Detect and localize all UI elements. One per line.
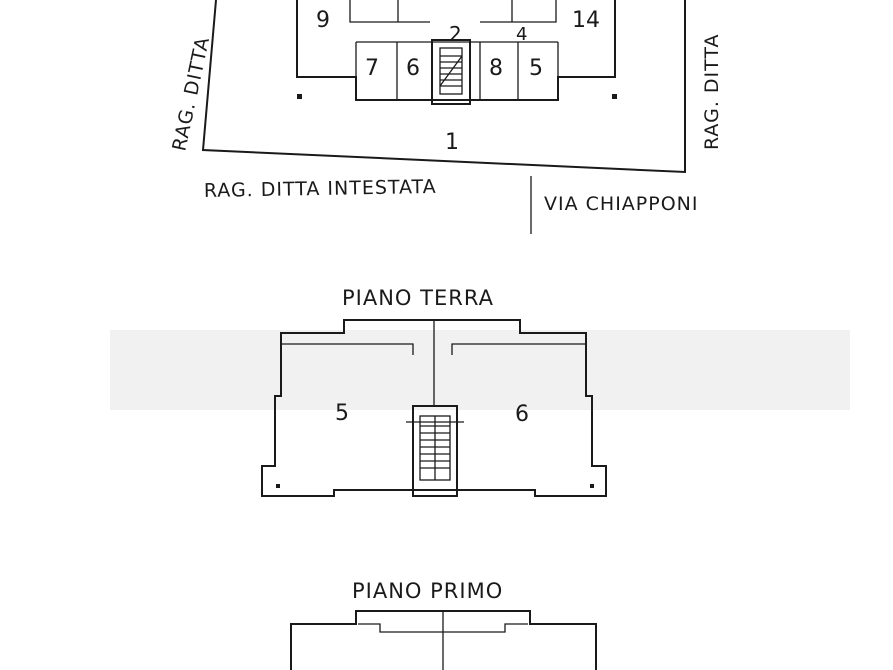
unit-label-9: 9	[316, 8, 330, 33]
first-floor-inner-left	[358, 623, 443, 633]
upper-partition-left	[349, 0, 430, 23]
site-plan: 9 2 4 14 7 6 8 5 1 RAG. DITTA RAG. DITTA…	[168, 0, 723, 234]
street-label: VIA CHIAPPONI	[544, 193, 698, 215]
scan-smudge	[110, 330, 850, 410]
unit-label-5: 5	[529, 56, 543, 81]
stair-treads-ground	[420, 416, 450, 480]
first-floor-inner-right	[443, 623, 528, 633]
unit-label-2: 2	[449, 22, 462, 46]
first-floor-title: PIANO PRIMO	[352, 579, 503, 603]
marker-ground-right	[590, 484, 594, 488]
ground-unit-label-5: 5	[335, 401, 349, 426]
first-floor-plan: PIANO PRIMO	[290, 579, 597, 670]
building-outline	[296, 0, 616, 101]
ground-floor-outline-right	[434, 319, 607, 497]
ground-floor-title: PIANO TERRA	[342, 286, 494, 310]
ground-floor-plan: PIANO TERRA 5 6	[110, 286, 850, 497]
stair-core-site	[431, 39, 471, 105]
ground-unit-label-6: 6	[515, 402, 529, 427]
ground-floor-outline-left	[261, 319, 434, 497]
unit-label-1: 1	[445, 130, 459, 155]
unit-label-8: 8	[489, 56, 503, 81]
unit-label-4: 4	[516, 24, 527, 45]
unit-label-7: 7	[365, 56, 379, 81]
ground-floor-inner-right	[451, 343, 586, 355]
stair-core-ground	[412, 405, 458, 497]
stair-treads-site	[439, 55, 463, 87]
upper-partition-right	[480, 0, 557, 23]
lot-boundary-left	[201, 0, 686, 174]
right-neighbor-label: RAG. DITTA	[701, 33, 723, 150]
stair-core-site-inner	[439, 47, 463, 95]
bottom-neighbor-label: RAG. DITTA INTESTATA	[204, 176, 437, 202]
marker-ground-left	[276, 484, 280, 488]
marker-left	[297, 94, 302, 99]
ground-floor-inner-left	[281, 343, 414, 355]
unit-label-14: 14	[572, 8, 600, 33]
unit-label-6: 6	[406, 56, 420, 81]
marker-right	[612, 94, 617, 99]
